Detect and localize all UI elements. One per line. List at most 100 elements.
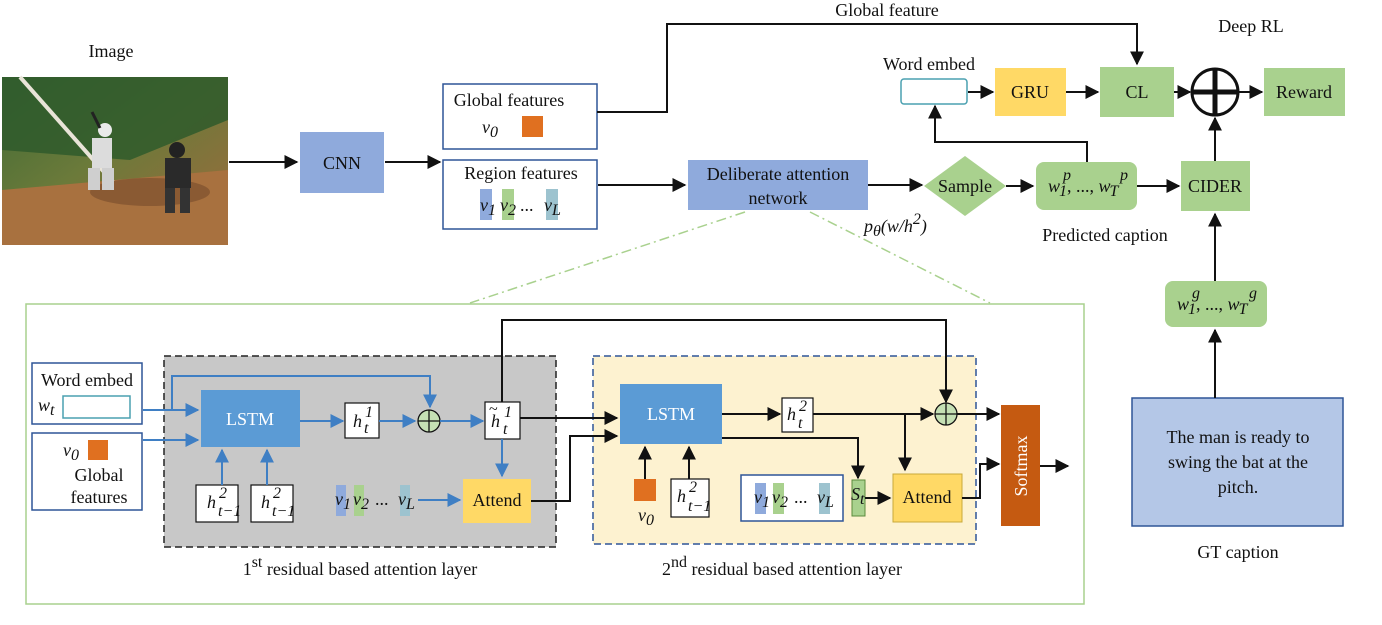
ht2-sup: 2 xyxy=(799,398,807,415)
h-prev-b-sup: 2 xyxy=(273,485,281,502)
lstm2-hprev-sup: 2 xyxy=(689,479,697,496)
region-features-box xyxy=(442,159,598,230)
region-ellipsis: ... xyxy=(520,195,534,215)
layer2-ellipsis: ... xyxy=(794,487,808,507)
ht2-label: h xyxy=(787,404,796,424)
layer1-v1-symbol: v1 xyxy=(335,489,351,513)
image-label: Image xyxy=(89,41,134,61)
softmax-label: Softmax xyxy=(1011,436,1031,497)
lstm-2-label: LSTM xyxy=(647,404,695,424)
arrow-lstm2-st xyxy=(722,437,865,480)
v1-feature-bar xyxy=(480,189,492,220)
attend-2-label: Attend xyxy=(903,487,952,507)
arrow-predicted-word-embed xyxy=(928,104,1088,162)
arrow-attend2-softmax xyxy=(962,457,1001,499)
cider-label: CIDER xyxy=(1188,176,1242,196)
layer1-vL-symbol: vL xyxy=(398,489,415,513)
zoom-line-left xyxy=(469,211,746,304)
gt-w1-superscript: g xyxy=(1192,285,1200,302)
deliberate-attention-box xyxy=(688,160,868,210)
detail-global-label-2: features xyxy=(71,487,128,507)
layer-1-caption: 1st residual based attention layer xyxy=(243,554,478,579)
lstm2-v0-swatch xyxy=(634,479,656,501)
predicted-caption-label: Predicted caption xyxy=(1042,225,1167,245)
wt-symbol: wt xyxy=(38,395,55,419)
residual-sum-1 xyxy=(417,409,441,433)
predicted-w1-superscript: p xyxy=(1062,167,1071,184)
reward-box xyxy=(1264,68,1345,116)
layer1-ellipsis: ... xyxy=(375,489,389,509)
detail-global-label-1: Global xyxy=(75,465,124,485)
attend-1-label: Attend xyxy=(473,490,522,510)
p-theta-label: pθ(w/h2) xyxy=(862,211,927,240)
lstm2-v0-symbol: v0 xyxy=(638,505,654,529)
h-prev-box-a xyxy=(195,484,239,523)
gt-caption-label: GT caption xyxy=(1197,542,1278,562)
v0-feature-swatch xyxy=(522,116,543,137)
layer2-v2-symbol: v2 xyxy=(772,487,788,511)
h-tilde-label: h xyxy=(491,411,500,431)
lstm-1-label: LSTM xyxy=(226,409,274,429)
layer2-v1-symbol: v1 xyxy=(754,487,770,511)
deliberate-label-line1: Deliberate attention xyxy=(707,164,849,184)
cl-box xyxy=(1100,67,1174,117)
residual-sum-2 xyxy=(934,402,958,426)
gt-caption-line-3: pitch. xyxy=(1218,477,1259,497)
global-features-box xyxy=(442,83,598,150)
cl-label: CL xyxy=(1125,82,1148,102)
ht1-box xyxy=(344,402,380,439)
rl-sum-node xyxy=(1190,67,1240,117)
cider-box xyxy=(1181,161,1250,211)
layer1-vL-bar xyxy=(400,485,410,516)
layer1-v2-symbol: v2 xyxy=(353,489,369,513)
ht1-sup: 1 xyxy=(365,404,373,421)
arrow-htilde-sum2-bypass xyxy=(501,319,953,404)
layer2-v1-bar xyxy=(755,483,766,514)
h-tilde-sup: 1 xyxy=(504,404,512,421)
v0-symbol: v0 xyxy=(482,117,498,141)
detail-v0-swatch xyxy=(88,440,108,460)
word-embed-box xyxy=(900,78,968,105)
st-symbol: St xyxy=(851,484,865,508)
layer2-vL-bar xyxy=(819,483,830,514)
gt-caption-line-1: The man is ready to xyxy=(1167,427,1310,447)
lstm2-hprev-sub: t−1 xyxy=(688,498,711,515)
predicted-wT-superscript: p xyxy=(1119,167,1128,184)
gt-sequence: w1, ..., wT xyxy=(1177,294,1249,318)
deep-rl-label: Deep RL xyxy=(1218,16,1283,36)
sample-diamond xyxy=(924,156,1006,216)
reward-label: Reward xyxy=(1276,82,1332,102)
global-features-label: Global features xyxy=(454,90,564,110)
arrow-attend1-lstm2 xyxy=(531,429,619,502)
zoom-line-right xyxy=(809,211,991,304)
region-features-label: Region features xyxy=(464,163,577,183)
sample-label: Sample xyxy=(938,176,992,196)
baseball-photo xyxy=(2,75,228,245)
gru-label: GRU xyxy=(1011,82,1049,102)
attend-2-box xyxy=(892,473,963,523)
lstm2-hprev-label: h xyxy=(677,486,686,506)
layer2-vL-symbol: vL xyxy=(817,487,834,511)
global-feature-label: Global feature xyxy=(835,0,938,20)
ht1-sub: t xyxy=(364,420,369,437)
h-prev-a-label: h xyxy=(207,492,216,512)
lstm-2-box xyxy=(620,384,722,444)
h-prev-a-sub: t−1 xyxy=(218,503,241,520)
cnn-box xyxy=(300,132,384,193)
h-prev-b-sub: t−1 xyxy=(272,503,295,520)
attend-1-box xyxy=(463,479,531,523)
h-tilde-mark: ~ xyxy=(489,401,498,418)
softmax-box xyxy=(1001,405,1040,526)
h-prev-b-label: h xyxy=(261,492,270,512)
vL-feature-bar xyxy=(546,189,558,220)
gt-sequence-box xyxy=(1165,281,1267,327)
detail-word-embed-label: Word embed xyxy=(41,370,133,390)
deliberate-label-line2: network xyxy=(749,188,808,208)
ht1-label: h xyxy=(353,411,362,431)
ht2-sub: t xyxy=(798,415,803,432)
word-embed-label: Word embed xyxy=(883,54,975,74)
vL-symbol: vL xyxy=(544,195,561,219)
detail-word-embed-input xyxy=(62,395,131,419)
predicted-caption-sequence: w1, ..., wT xyxy=(1048,176,1120,200)
